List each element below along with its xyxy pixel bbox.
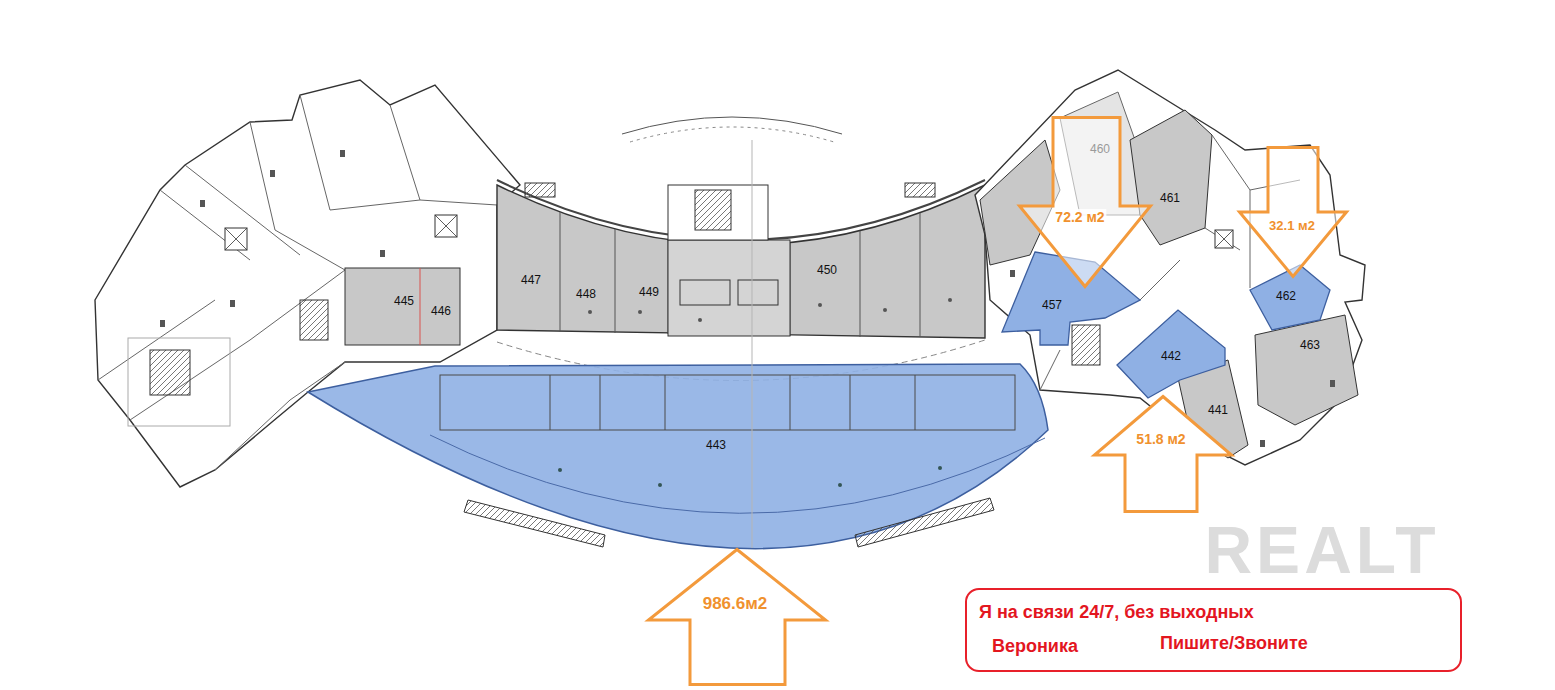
lift-symbol: [435, 215, 457, 237]
lift-symbol: [225, 228, 247, 250]
room-fill: [1255, 315, 1358, 425]
entrance-steps: [464, 500, 605, 547]
column: [938, 466, 942, 470]
column: [838, 483, 842, 487]
room-number: 463: [1300, 339, 1320, 352]
room-number: 448: [576, 288, 596, 301]
room-number: 461: [1160, 192, 1180, 205]
room-number: 457: [1042, 299, 1062, 312]
column: [883, 308, 887, 312]
room-number: 445: [394, 295, 414, 308]
lift-symbol: [1215, 230, 1233, 248]
column: [200, 200, 205, 207]
arrow-outline: [649, 550, 826, 685]
column: [658, 483, 662, 487]
balcony-frame: [128, 338, 230, 426]
column: [340, 150, 345, 157]
arrow-outline: [1240, 148, 1347, 277]
column: [638, 310, 642, 314]
lift-symbol: [1215, 230, 1233, 248]
highlighted-room: [1117, 310, 1225, 398]
canopy-arc: [630, 127, 834, 142]
entrance-steps: [855, 498, 994, 547]
area-label: 32.1 м2: [1267, 219, 1317, 234]
balcony: [525, 183, 555, 197]
room-number: 447: [521, 274, 541, 287]
room-number: 450: [817, 264, 837, 277]
room-number: 449: [639, 286, 659, 299]
lift-symbol: [435, 215, 457, 237]
column: [1010, 270, 1015, 277]
column: [948, 298, 952, 302]
room-number: 443: [706, 439, 726, 452]
room-divider: [420, 268, 421, 345]
column: [698, 318, 702, 322]
room-number: 446: [431, 305, 451, 318]
column: [558, 468, 562, 472]
arrow-shape: [647, 548, 827, 686]
column: [230, 300, 235, 307]
room-fill: [1130, 110, 1212, 245]
lift-symbol: [225, 228, 247, 250]
core-block: [668, 240, 790, 336]
column: [588, 310, 592, 314]
contact-text: Вероника: [992, 636, 1078, 657]
area-arrow: 32.1 м2: [1238, 146, 1348, 278]
room-fill: [497, 185, 985, 338]
arrow-outline: [1095, 397, 1232, 512]
canopy-arc: [622, 117, 842, 134]
room-number: 442: [1161, 350, 1181, 363]
column: [380, 250, 385, 257]
contact-text: Пишите/Звоните: [1160, 633, 1308, 654]
highlighted-room: [308, 364, 1048, 549]
room-fill: [980, 140, 1060, 265]
room-fill: [345, 268, 460, 345]
core-room: [680, 280, 730, 305]
balcony: [905, 183, 935, 197]
column: [1260, 440, 1265, 447]
column: [1330, 380, 1335, 387]
arrow-outline: [1020, 118, 1151, 287]
column: [160, 320, 165, 327]
room-divider: [550, 375, 915, 430]
area-label: 51.8 м2: [1134, 431, 1187, 447]
arrow-shape: [1018, 116, 1152, 288]
watermark: REALT: [1204, 514, 1439, 587]
contact-box: Я на связи 24/7, без выходныхВероника Пиш…: [965, 588, 1462, 672]
stair-symbol: [150, 350, 190, 395]
arrow-shape: [1238, 146, 1348, 278]
column: [270, 170, 275, 177]
axis-line: [752, 140, 753, 548]
contact-text: Я на связи 24/7, без выходных: [979, 602, 1254, 623]
area-arrow: 72.2 м2: [1018, 116, 1152, 288]
column: [818, 303, 822, 307]
room-number: 460: [1090, 143, 1110, 156]
area-arrow: 986.6м2: [647, 548, 827, 686]
facade-line: [497, 180, 985, 240]
area-label: 72.2 м2: [1053, 209, 1106, 225]
shopfront-line: [430, 435, 1045, 513]
room-number: 441: [1208, 404, 1228, 417]
area-label: 986.6м2: [701, 594, 770, 614]
stair-symbol: [695, 190, 731, 230]
inner-rooms: [440, 375, 1015, 430]
core-room: [738, 280, 778, 305]
stair-symbol: [1072, 325, 1100, 365]
core-block: [668, 185, 768, 240]
stair-symbol: [300, 300, 328, 340]
room-number: 462: [1276, 290, 1296, 303]
